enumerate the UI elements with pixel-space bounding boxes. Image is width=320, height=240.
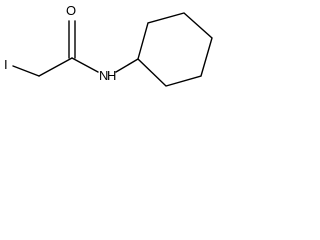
- cyclohexane-ring: [137, 12, 213, 87]
- chemical-structure: I O N H: [4, 3, 213, 87]
- bond-carbonyl-nitrogen: [71, 57, 99, 73]
- bond-nitrogen-ring: [115, 58, 139, 73]
- atom-iodine: I: [4, 57, 8, 72]
- bond-methylene-carbonyl: [38, 57, 73, 77]
- atom-nitrogen: N: [99, 68, 108, 83]
- atom-hydrogen: H: [107, 68, 116, 83]
- bond-iodine-methylene: [12, 65, 40, 77]
- atom-oxygen: O: [66, 3, 76, 18]
